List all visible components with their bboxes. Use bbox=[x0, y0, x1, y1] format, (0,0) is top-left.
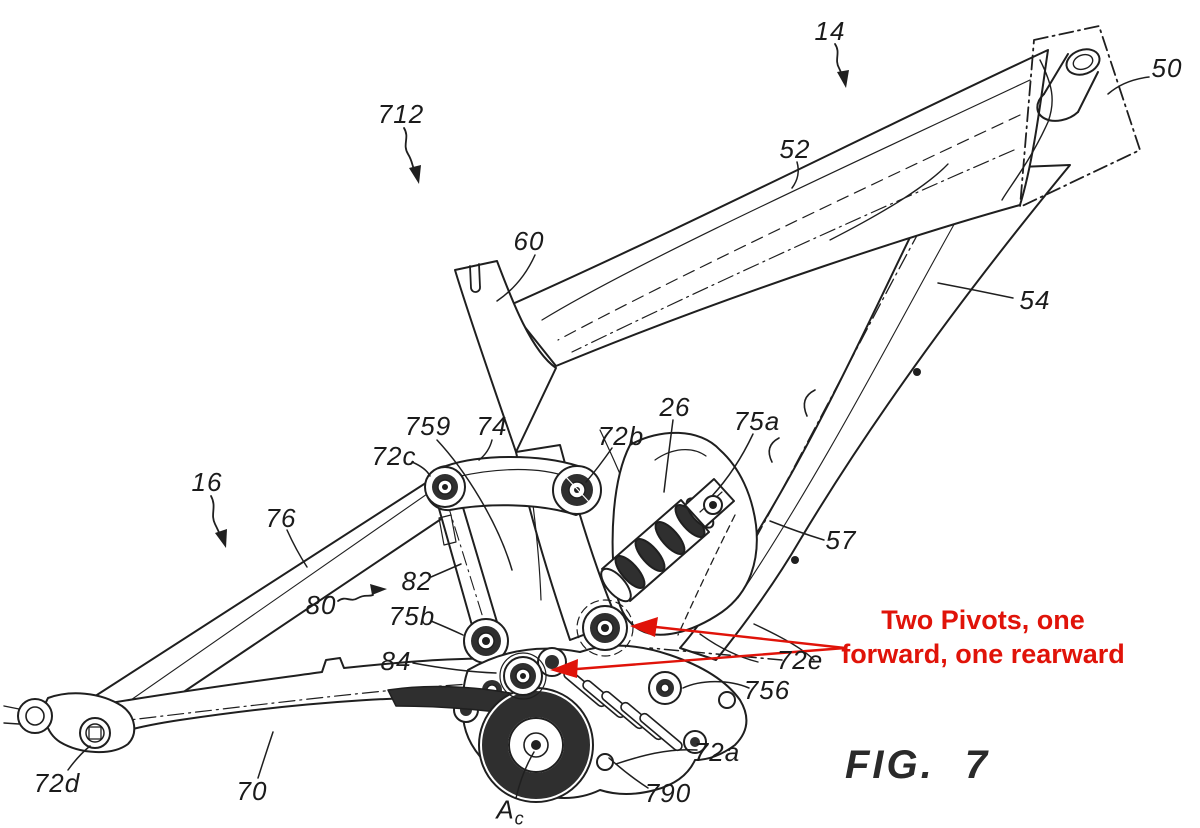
annotation-line-2: forward, one rearward bbox=[841, 639, 1125, 669]
annotation-two-pivots: Two Pivots, one forward, one rearward bbox=[838, 603, 1128, 671]
ref-label-52: 52 bbox=[779, 134, 811, 164]
ref-label-76: 76 bbox=[265, 503, 297, 533]
crank-assembly bbox=[478, 687, 594, 803]
ref-label-756: 756 bbox=[743, 675, 791, 705]
ref-label-70: 70 bbox=[236, 776, 268, 806]
ref-label-82: 82 bbox=[401, 566, 433, 596]
ref-label-72d: 72d bbox=[33, 768, 81, 798]
top-tube bbox=[507, 49, 1049, 367]
red-callout-arrows bbox=[550, 617, 847, 678]
ref-label-57: 57 bbox=[825, 525, 857, 555]
leader-lines bbox=[67, 76, 1150, 799]
ref-label-14: 14 bbox=[814, 16, 846, 46]
pivot-72b bbox=[552, 465, 602, 515]
ref-label-75b: 75b bbox=[388, 601, 436, 631]
annotation-line-1: Two Pivots, one bbox=[881, 605, 1085, 635]
suspension-linkage bbox=[424, 456, 602, 664]
coil-spring bbox=[614, 555, 646, 589]
pivot-rearward bbox=[576, 599, 634, 657]
ref-label-75a: 75a bbox=[733, 406, 781, 436]
ref-label-72b: 72b bbox=[597, 421, 645, 451]
motor-fins bbox=[563, 668, 683, 752]
ref-label-712: 712 bbox=[377, 99, 425, 129]
red-arrowhead-rearward bbox=[630, 617, 658, 637]
pivot-75b bbox=[463, 618, 509, 664]
ref-label-74: 74 bbox=[476, 411, 508, 441]
ref-label-crank-axis: Ac bbox=[496, 794, 524, 828]
ref-label-54: 54 bbox=[1019, 285, 1051, 315]
link-strut-82 bbox=[435, 493, 498, 630]
figure-caption: FIG. 7 bbox=[845, 743, 991, 787]
bb-pivot-cluster bbox=[499, 599, 682, 705]
ref-label-790: 790 bbox=[644, 778, 692, 808]
ref-label-80: 80 bbox=[305, 590, 337, 620]
ref-label-26: 26 bbox=[659, 392, 691, 422]
ref-label-72c: 72c bbox=[371, 441, 417, 471]
pivot-72d bbox=[79, 717, 111, 749]
ref-label-72e: 72e bbox=[776, 645, 824, 675]
ref-label-60: 60 bbox=[513, 226, 545, 256]
ref-label-16: 16 bbox=[191, 467, 223, 497]
red-arrowhead-forward bbox=[550, 659, 578, 678]
ref-label-759: 759 bbox=[404, 411, 452, 441]
bicycle-frame bbox=[454, 25, 1141, 661]
shock-absorber-26 bbox=[600, 478, 735, 603]
squiggle-arrows bbox=[210, 43, 849, 602]
head-tube bbox=[1001, 25, 1141, 208]
pivot-forward bbox=[499, 652, 547, 700]
rear-dropout bbox=[3, 692, 136, 754]
pivot-72c bbox=[424, 466, 466, 508]
ref-label-72a: 72a bbox=[693, 737, 741, 767]
pivot-756 bbox=[648, 671, 682, 705]
ref-label-84: 84 bbox=[380, 646, 412, 676]
ref-label-50: 50 bbox=[1151, 53, 1183, 83]
